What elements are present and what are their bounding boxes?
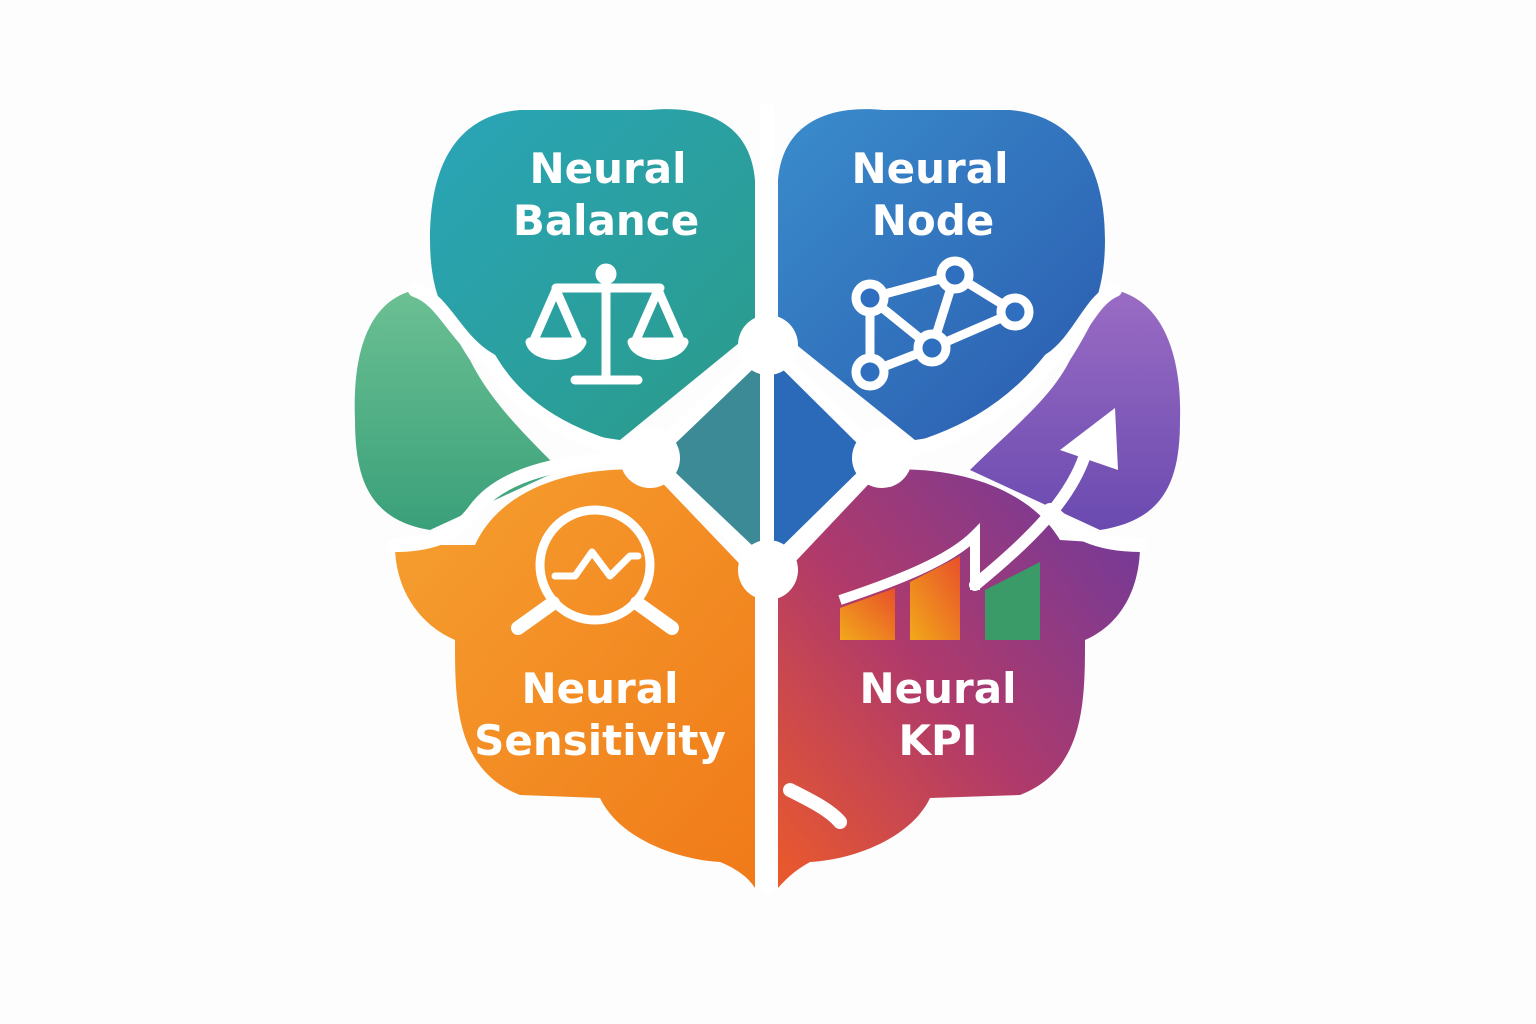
quadrant-neural-kpi — [778, 469, 1140, 888]
quadrant-neural-sensitivity — [395, 469, 755, 888]
label-neural-balance-line2: Balance — [513, 196, 699, 245]
scales-icon — [525, 263, 689, 385]
node-bottom — [738, 540, 798, 600]
label-neural-sensitivity-line2: Sensitivity — [474, 716, 726, 765]
label-neural-kpi-line1: Neural — [860, 664, 1017, 713]
lobe-left-green — [354, 290, 560, 530]
label-neural-sensitivity-line1: Neural — [522, 664, 679, 713]
diamond-right — [768, 345, 882, 570]
network-nodes-icon — [851, 256, 1034, 391]
label-neural-node-line1: Neural — [852, 144, 1009, 193]
node-top — [738, 315, 798, 375]
quadrant-neural-balance — [430, 109, 755, 440]
label-neural-kpi-line2: KPI — [899, 716, 978, 765]
neural-network-diamond — [620, 315, 912, 600]
node-right — [852, 428, 912, 488]
bar-chart-arrow-icon — [838, 408, 1118, 640]
magnifier-chart-icon — [511, 505, 679, 635]
separators — [388, 103, 1147, 895]
label-neural-node-line2: Node — [872, 196, 995, 245]
label-neural-balance-line1: Neural — [530, 144, 687, 193]
node-left — [620, 428, 680, 488]
lobe-right-purple — [970, 290, 1181, 530]
diamond-left — [650, 345, 767, 570]
